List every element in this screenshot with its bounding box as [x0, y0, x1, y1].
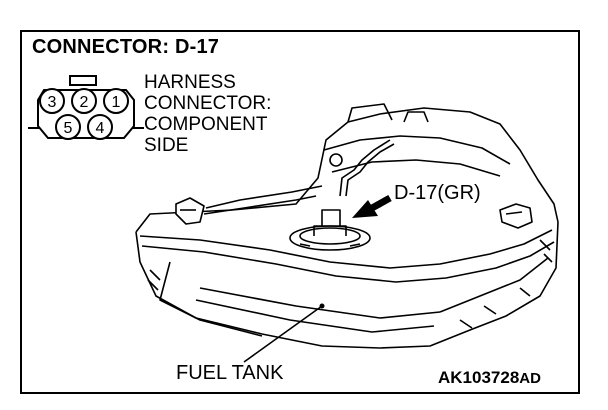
pin-numbers: 3 2 1 5 4: [48, 94, 121, 137]
connector-face-icon: [28, 75, 144, 140]
pin-number: 3: [48, 94, 57, 111]
connector-title: CONNECTOR: D-17: [32, 36, 220, 58]
leader-dot: [319, 303, 325, 309]
pin-5: [55, 114, 81, 140]
description-line: HARNESS: [144, 72, 236, 93]
fuel-tank-leader-line: [243, 305, 323, 363]
fuel-tank-label: FUEL TANK: [176, 362, 284, 384]
figure-code: AK103728AD: [438, 368, 541, 388]
description-line: COMPONENT: [144, 114, 268, 135]
connector-view-description: HARNESS CONNECTOR: COMPONENT SIDE: [144, 72, 271, 156]
pin-number: 1: [112, 94, 121, 111]
pin-3: [39, 88, 65, 114]
description-line: SIDE: [144, 135, 189, 156]
figure-frame: [20, 30, 580, 394]
description-line: CONNECTOR:: [144, 93, 272, 114]
figure-code-suffix: AD: [519, 370, 541, 387]
connector-callout-label: D-17(GR): [394, 182, 481, 204]
pin-1: [103, 88, 129, 114]
pin-number: 2: [80, 94, 89, 111]
pin-2: [71, 88, 97, 114]
pin-number: 5: [64, 120, 73, 137]
figure-code-main: AK103728: [438, 368, 520, 387]
pin-4: [87, 114, 113, 140]
connector-arrow-icon: [352, 194, 392, 218]
fuel-tank-illustration: [135, 103, 559, 349]
pin-number: 4: [96, 120, 105, 137]
